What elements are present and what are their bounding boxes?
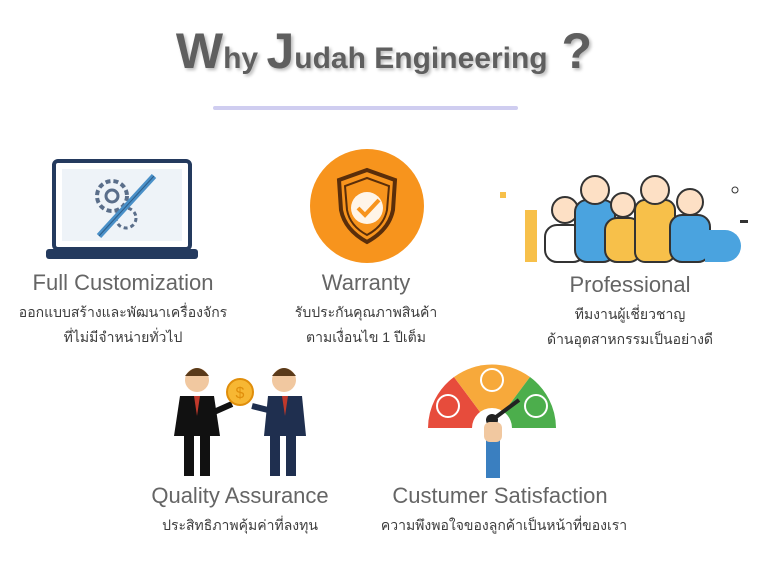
title-rest: udah Engineering <box>294 42 548 75</box>
feature-desc: ตามเงื่อนไข 1 ปีเต็ม <box>306 329 426 345</box>
laptop-gears-icon <box>46 159 198 259</box>
shield-check-icon <box>310 149 424 263</box>
title-w: W <box>175 23 224 79</box>
satisfaction-gauge-icon <box>428 364 556 478</box>
feature-desc: ความพึงพอใจของลูกค้าเป็นหน้าที่ของเรา <box>380 517 628 533</box>
page-title: Why Judah Engineering ? <box>0 22 768 80</box>
svg-text:$: $ <box>236 385 245 402</box>
feature-desc: ด้านอุตสาหกรรมเป็นอย่างดี <box>546 331 714 347</box>
title-question: ? <box>547 23 593 79</box>
feature-desc: ประสิทธิภาพคุ้มค่าที่ลงทุน <box>162 517 318 533</box>
title-j: J <box>266 23 295 79</box>
feature-heading: Warranty <box>321 270 411 295</box>
businessmen-icon: $ <box>174 368 306 476</box>
title-underline <box>213 106 518 110</box>
feature-desc: ที่ไม่มีจำหน่ายทั่วไป <box>63 329 183 345</box>
feature-heading: Professional <box>569 272 691 297</box>
feature-heading: Full Customization <box>32 270 214 295</box>
title-hy: hy <box>223 42 267 75</box>
feature-heading: Custumer Satisfaction <box>392 483 608 508</box>
feature-desc: รับประกันคุณภาพสินค้า <box>294 304 438 320</box>
team-icon <box>500 175 748 263</box>
feature-desc: ทีมงานผู้เชี่ยวชาญ <box>574 306 686 322</box>
feature-desc: ออกแบบสร้างและพัฒนาเครื่องจักร <box>18 304 228 320</box>
feature-heading: Quality Assurance <box>151 483 329 508</box>
